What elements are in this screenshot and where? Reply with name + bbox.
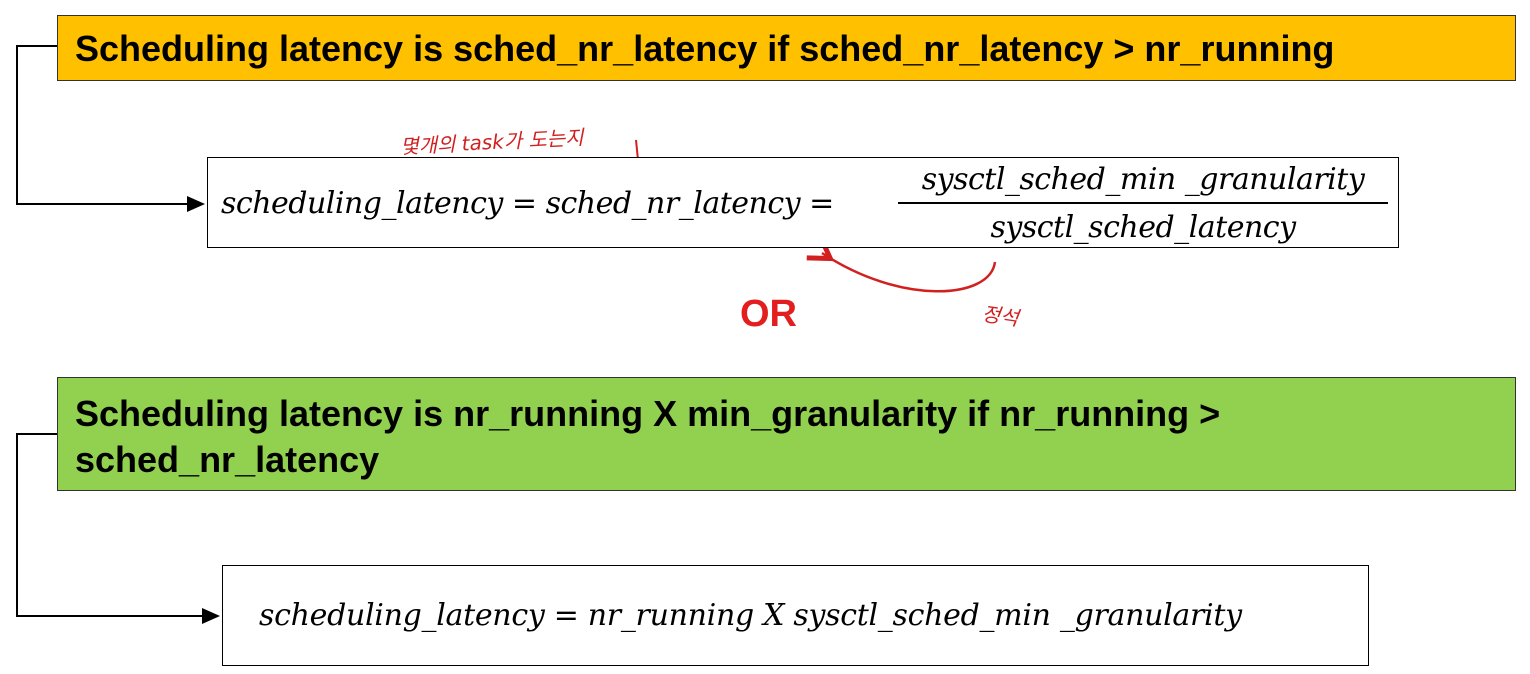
formula-1-numerator: sysctl_sched_min _granularity: [921, 162, 1365, 197]
handwritten-underline: [635, 139, 639, 161]
formula-1-fraction: sysctl_sched_min _granularity sysctl_sch…: [898, 160, 1388, 248]
condition-box-1: Scheduling latency is sched_nr_latency i…: [57, 15, 1516, 81]
fraction-bar: [898, 202, 1388, 204]
or-label: OR: [740, 293, 797, 335]
formula-1-denominator: sysctl_sched_latency: [990, 210, 1296, 245]
condition-box-2: Scheduling latency is nr_running X min_g…: [57, 377, 1516, 491]
connector-arrow-2: [16, 433, 220, 624]
formula-2-text: scheduling_latency = nr_running X sysctl…: [259, 598, 1242, 633]
connector-arrow-1: [16, 45, 205, 212]
handwritten-red-arrow: [806, 236, 997, 293]
condition-text-1: Scheduling latency is sched_nr_latency i…: [75, 28, 1335, 69]
formula-1-lhs: scheduling_latency = sched_nr_latency =: [221, 186, 834, 221]
condition-text-2: Scheduling latency is nr_running X min_g…: [75, 393, 1221, 480]
handwritten-annotation-correct: 정석: [980, 301, 1021, 331]
formula-box-2: scheduling_latency = nr_running X sysctl…: [222, 565, 1369, 666]
formula-box-1: scheduling_latency = sched_nr_latency = …: [207, 157, 1399, 248]
